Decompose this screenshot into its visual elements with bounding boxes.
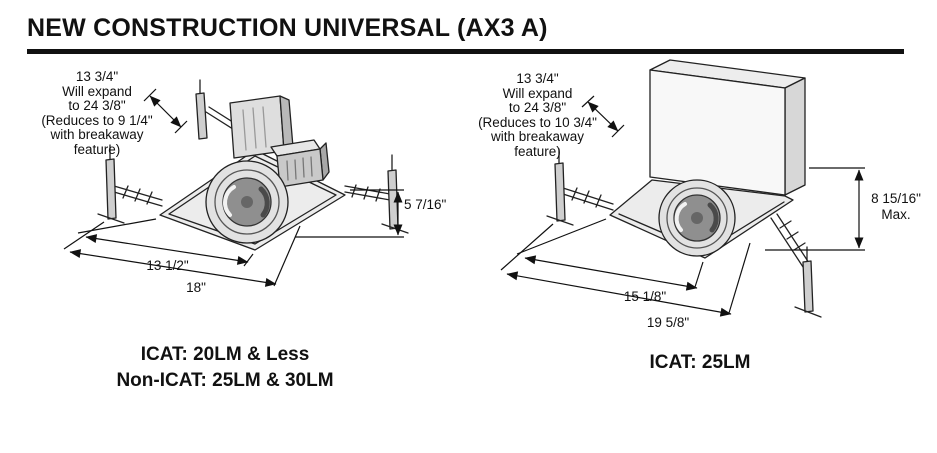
height-dimension-value: 8 15/16" xyxy=(871,191,921,206)
dimension-lines-left xyxy=(63,88,404,287)
flange-width-dimension-line xyxy=(524,255,698,291)
caption-left: ICAT: 20LM & Less Non-ICAT: 25LM & 30LM xyxy=(35,342,415,394)
mounting-bracket-rear xyxy=(195,92,208,140)
note-line: Will expand xyxy=(62,83,132,99)
housing-can xyxy=(649,59,806,196)
note-line: to 24 3/8" xyxy=(508,100,567,115)
hanger-bar-left xyxy=(562,187,614,211)
note-line: feature) xyxy=(514,143,561,159)
hanger-bar-rear xyxy=(195,79,248,140)
note-line: 13 3/4" xyxy=(75,69,119,84)
overall-width-dimension-label: 18" xyxy=(186,280,206,295)
flange-width-dimension-label: 15 1/8" xyxy=(623,289,667,304)
caption-right: ICAT: 25LM xyxy=(545,350,855,376)
note-line: feature) xyxy=(73,141,121,157)
caption-line: Non-ICAT: 25LM & 30LM xyxy=(116,370,334,391)
note-line: 13 3/4" xyxy=(516,71,559,86)
note-line: with breakaway xyxy=(490,129,585,144)
mounting-bracket-left xyxy=(546,148,574,226)
trim-opening xyxy=(658,179,736,257)
flange-width-dimension-label: 13 1/2" xyxy=(146,258,189,273)
height-dimension-suffix: Max. xyxy=(881,207,911,222)
note-line: with breakaway xyxy=(50,127,144,142)
overall-width-dimension-line xyxy=(506,271,732,317)
note-line: to 24 3/8" xyxy=(68,98,126,113)
caption-line: ICAT: 20LM & Less xyxy=(140,344,310,365)
note-line: (Reduces to 9 1/4" xyxy=(41,112,153,128)
mounting-bracket-right xyxy=(381,154,409,234)
title-underline xyxy=(27,49,904,54)
expand-dimension-arrow xyxy=(149,95,182,128)
junction-box xyxy=(270,139,330,188)
housing-drawing-left xyxy=(63,79,409,287)
note-line: (Reduces to 10 3/4" xyxy=(478,114,597,130)
mounting-bracket-right xyxy=(794,246,822,318)
dimension-lines-right xyxy=(500,95,865,317)
height-dimension-label: 8 15/16" Max. xyxy=(863,191,929,223)
expand-note: 13 3/4" Will expand to 24 3/8" (Reduces … xyxy=(465,71,610,159)
figure-icat-20lm: 13 3/4" Will expand to 24 3/8" (Reduces … xyxy=(10,58,460,348)
hanger-bar-right xyxy=(344,184,391,202)
page-title: NEW CONSTRUCTION UNIVERSAL (AX3 A) xyxy=(27,14,548,42)
height-dimension-label: 5 7/16" xyxy=(404,197,447,212)
figure-icat-25lm: 13 3/4" Will expand to 24 3/8" (Reduces … xyxy=(455,58,935,368)
hanger-bar-right xyxy=(770,213,812,271)
expand-note: 13 3/4" Will expand to 24 3/8" (Reduces … xyxy=(22,69,172,157)
driver-box xyxy=(229,95,294,159)
caption-line: ICAT: 25LM xyxy=(649,352,751,373)
overall-width-dimension-line xyxy=(69,249,277,287)
expand-dimension-arrow xyxy=(587,101,619,132)
trim-opening xyxy=(205,160,289,244)
hanger-bar-left xyxy=(113,185,163,207)
note-line: Will expand xyxy=(502,85,573,101)
housing-drawing-right xyxy=(500,59,865,318)
overall-width-dimension-label: 19 5/8" xyxy=(646,315,690,330)
mounting-bracket-left xyxy=(97,144,125,224)
